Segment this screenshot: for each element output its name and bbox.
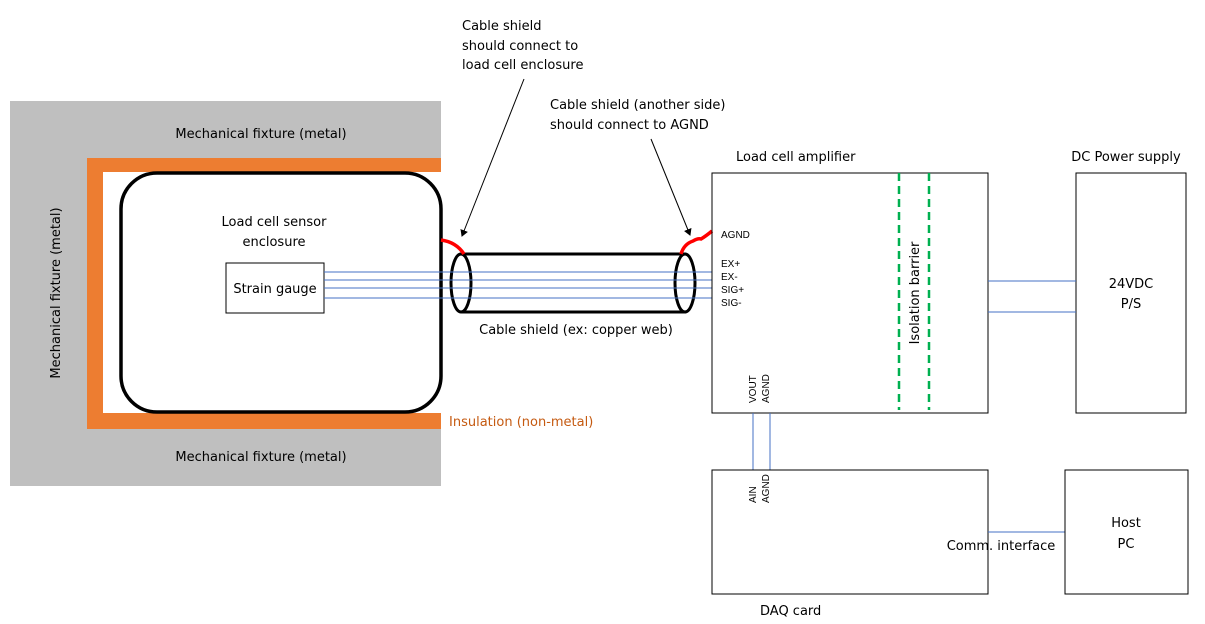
signal-wires: [324, 271, 712, 299]
strain-gauge-label: Strain gauge: [233, 282, 316, 297]
host-pc-label-line1: Host: [1111, 516, 1141, 531]
strain-gauge-box: [225, 262, 325, 314]
annotation-arrow-enclosure: [460, 78, 525, 237]
amp-pin-agnd: AGND: [721, 230, 750, 241]
fixture-top-label: Mechanical fixture (metal): [175, 127, 346, 142]
daq-pin-agnd: AGND: [761, 474, 772, 503]
annotation-agnd-line2: should connect to AGND: [550, 118, 709, 133]
amp-pin-ex-minus: EX-: [721, 272, 738, 283]
comm-interface-label: Comm. interface: [947, 539, 1056, 554]
cable-shield-label: Cable shield (ex: copper web): [479, 323, 673, 338]
daq-pin-ain: AIN: [748, 486, 759, 503]
host-pc-box: [1064, 469, 1189, 595]
amp-pin-ex-plus: EX+: [721, 259, 740, 270]
amp-pin-agnd-bottom: AGND: [761, 374, 772, 403]
amp-pin-sig-minus: SIG-: [721, 298, 742, 309]
shield-enclosure-connection: [440, 238, 466, 256]
annotation-enclosure-line1: Cable shield: [462, 19, 542, 34]
annotation-enclosure-line3: load cell enclosure: [462, 58, 583, 73]
isolation-barrier-label: Isolation barrier: [908, 241, 923, 344]
amp-pin-vout: VOUT: [748, 375, 759, 403]
amplifier-title: Load cell amplifier: [736, 150, 856, 165]
power-supply-label-line2: P/S: [1121, 297, 1141, 312]
amp-pin-sig-plus: SIG+: [721, 285, 744, 296]
annotation-agnd-line1: Cable shield (another side): [550, 98, 725, 113]
amplifier-box: [711, 172, 989, 414]
annotation-arrow-agnd: [650, 138, 692, 236]
shield-agnd-connection: [679, 229, 714, 255]
cable-left-end: [449, 252, 473, 314]
enclosure-label-line1: Load cell sensor: [222, 215, 328, 230]
daq-card-title: DAQ card: [760, 604, 821, 619]
fixture-bottom-label: Mechanical fixture (metal): [175, 450, 346, 465]
power-supply-label-line1: 24VDC: [1109, 277, 1154, 292]
host-pc-label-line2: PC: [1118, 537, 1135, 552]
cable-right-end: [673, 252, 697, 314]
power-supply-title: DC Power supply: [1071, 150, 1181, 165]
annotation-enclosure-line2: should connect to: [462, 39, 578, 54]
insulation-label: Insulation (non-metal): [449, 415, 593, 430]
enclosure-label-line2: enclosure: [242, 235, 305, 250]
fixture-side-label: Mechanical fixture (metal): [49, 207, 64, 378]
power-supply-box: [1075, 172, 1187, 414]
